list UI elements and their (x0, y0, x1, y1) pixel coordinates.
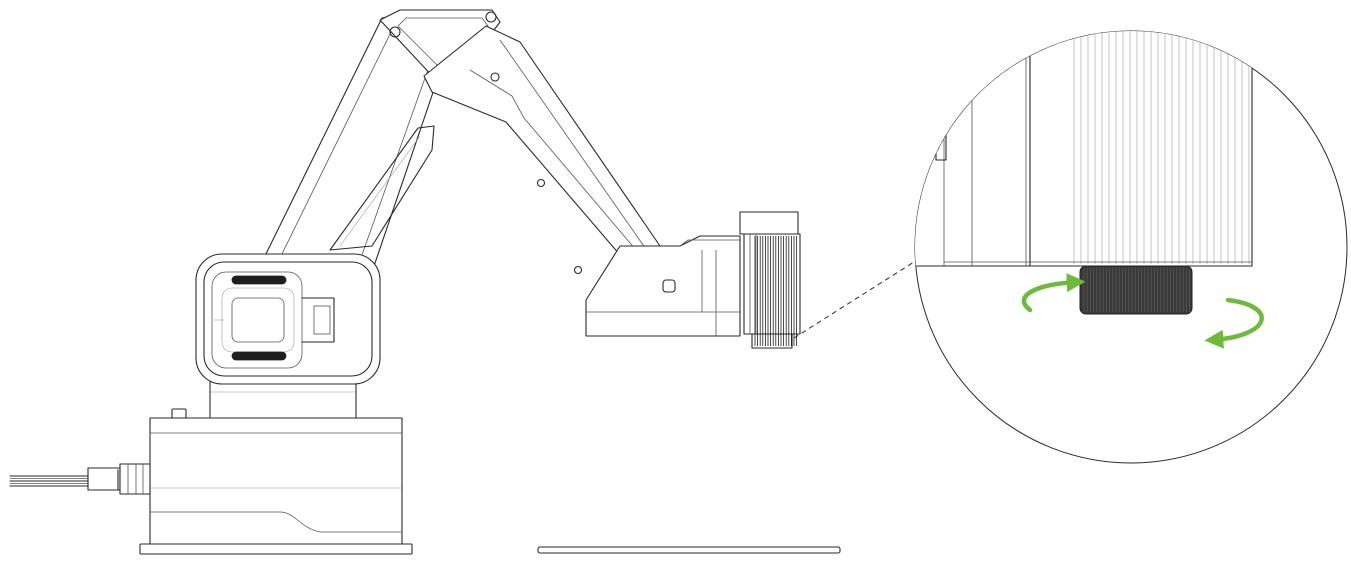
wrist-bracket (585, 235, 741, 337)
zoom-detail (914, 30, 1348, 464)
knurled-ring (754, 236, 797, 346)
robot-base (139, 377, 413, 555)
rotate-arrow-icon (1021, 273, 1264, 349)
upper-arm (423, 25, 668, 275)
end-effector (739, 211, 801, 349)
shoulder-housing (195, 253, 381, 385)
work-surface (537, 546, 841, 554)
cable-connector (9, 463, 151, 495)
zoom-leader-line (793, 261, 915, 339)
